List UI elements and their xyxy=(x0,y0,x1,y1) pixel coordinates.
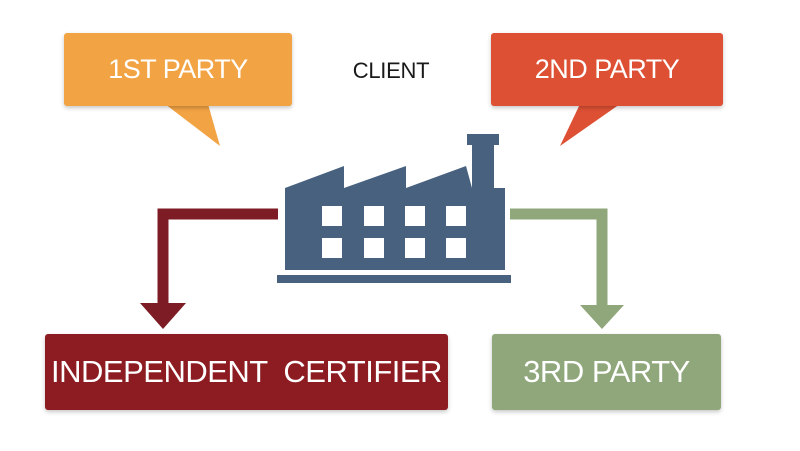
factory-icon xyxy=(277,134,511,283)
third-party-label: 3RD PARTY xyxy=(523,354,690,389)
independent-certifier-box: INDEPENDENT CERTIFIER xyxy=(45,334,448,410)
first-party-box: 1ST PARTY xyxy=(64,33,292,106)
third-party-box: 3RD PARTY xyxy=(492,334,721,410)
client-label: CLIENT xyxy=(352,58,430,83)
arrow-to-third-party xyxy=(510,208,624,329)
second-party-bubble-tail xyxy=(560,104,620,146)
arrow-to-independent-certifier xyxy=(140,208,278,329)
independent-certifier-label: INDEPENDENT CERTIFIER xyxy=(51,354,442,389)
first-party-bubble-tail xyxy=(165,104,220,146)
first-party-label: 1ST PARTY xyxy=(108,54,248,84)
second-party-box: 2ND PARTY xyxy=(491,33,723,106)
second-party-label: 2ND PARTY xyxy=(534,54,680,84)
